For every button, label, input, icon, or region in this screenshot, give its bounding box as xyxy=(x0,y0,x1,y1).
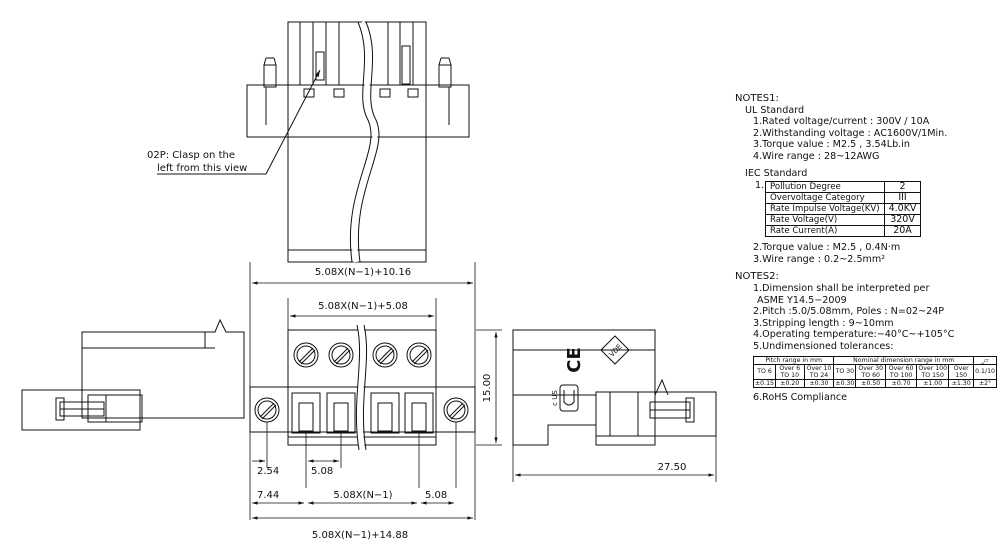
flatness-symbol: ⎵▱ xyxy=(973,355,997,365)
iec-table-number: 1. xyxy=(755,180,765,192)
dim-inner-label: 5.08X(N−1)+5.08 xyxy=(318,301,408,312)
top-view-flange xyxy=(246,84,470,138)
right-side-plug xyxy=(595,391,717,437)
clasp-note: 02P: Clasp on the left from this view xyxy=(147,69,321,175)
top-view-body xyxy=(287,21,427,263)
notes2-item: 1.Dimension shall be interpreted per xyxy=(753,282,930,294)
dim-bottom-left-label: 7.44 xyxy=(257,490,279,501)
ul-item: 2.Withstanding voltage : AC1600V/1Min. xyxy=(753,127,948,139)
left-side-view xyxy=(21,318,245,431)
dim-bottom-mid-label: 5.08X(N−1) xyxy=(333,490,392,501)
right-side-view: VDE CE c US xyxy=(512,329,717,446)
dim-pitch-label: 5.08 xyxy=(311,466,333,477)
notes1-title: NOTES1: xyxy=(735,93,779,104)
clasp-note-line2: left from this view xyxy=(157,163,247,174)
iec-item: 2.Torque value : M2.5 , 0.4N·m xyxy=(753,242,901,254)
notes2-item: 2.Pitch :5.0/5.08mm, Poles : N=02~24P xyxy=(753,306,945,318)
iec-standard-title: IEC Standard xyxy=(745,167,808,179)
ul-standard-title: UL Standard xyxy=(745,104,805,116)
iec-item: 3.Wire range : 0.2~2.5mm² xyxy=(753,253,886,265)
dim-height-label: 15.00 xyxy=(482,374,493,403)
front-view xyxy=(249,324,476,451)
dim-depth-label: 27.50 xyxy=(658,462,687,473)
top-view xyxy=(246,21,470,263)
ul-mark-text: c US xyxy=(551,390,559,406)
tolerance-table: Pitch range in mm Nominal dimension rang… xyxy=(752,355,997,388)
vde-mark-icon xyxy=(600,335,630,365)
clasp-note-line1: 02P: Clasp on the xyxy=(147,150,235,161)
notes2-item: 3.Stripping length : 9~10mm xyxy=(753,317,894,329)
front-dimension-labels: 5.08X(N−1)+10.16 5.08X(N−1)+5.08 15.00 2… xyxy=(257,267,493,541)
notes-panel: NOTES1: UL Standard 1.Rated voltage/curr… xyxy=(735,93,997,403)
notes2-item: 4.Operating temperature:−40°C~+105°C xyxy=(753,329,955,341)
wire-screws xyxy=(293,342,432,368)
dim-bottom-right-label: 5.08 xyxy=(425,490,447,501)
ce-mark: CE xyxy=(564,347,585,373)
mounting-screw-right xyxy=(443,397,469,423)
notes2-title: NOTES2: xyxy=(735,271,779,283)
ul-item: 4.Wire range : 28~12AWG xyxy=(753,150,880,162)
notes2-item: 5.Undimensioned tolerances: xyxy=(753,340,894,352)
vde-mark-text: VDE xyxy=(608,343,624,359)
ul-item: 1.Rated voltage/current : 300V / 10A xyxy=(753,116,930,128)
ul-mark-icon xyxy=(559,384,579,412)
notes2-last-item: 6.RoHS Compliance xyxy=(753,391,848,403)
side-dimensions xyxy=(512,436,717,482)
dim-overall-label: 5.08X(N−1)+14.88 xyxy=(312,530,408,541)
front-dimensions xyxy=(249,262,502,520)
dim-top-label: 5.08X(N−1)+10.16 xyxy=(315,267,411,278)
ul-item: 3.Torque value : M2.5 , 3.54Lb.in xyxy=(753,139,910,151)
left-side-plug xyxy=(21,389,141,431)
notes2-item: ASME Y14.5−2009 xyxy=(757,294,847,306)
mounting-screw-left xyxy=(254,397,280,423)
dim-left-label: 2.54 xyxy=(257,466,279,477)
